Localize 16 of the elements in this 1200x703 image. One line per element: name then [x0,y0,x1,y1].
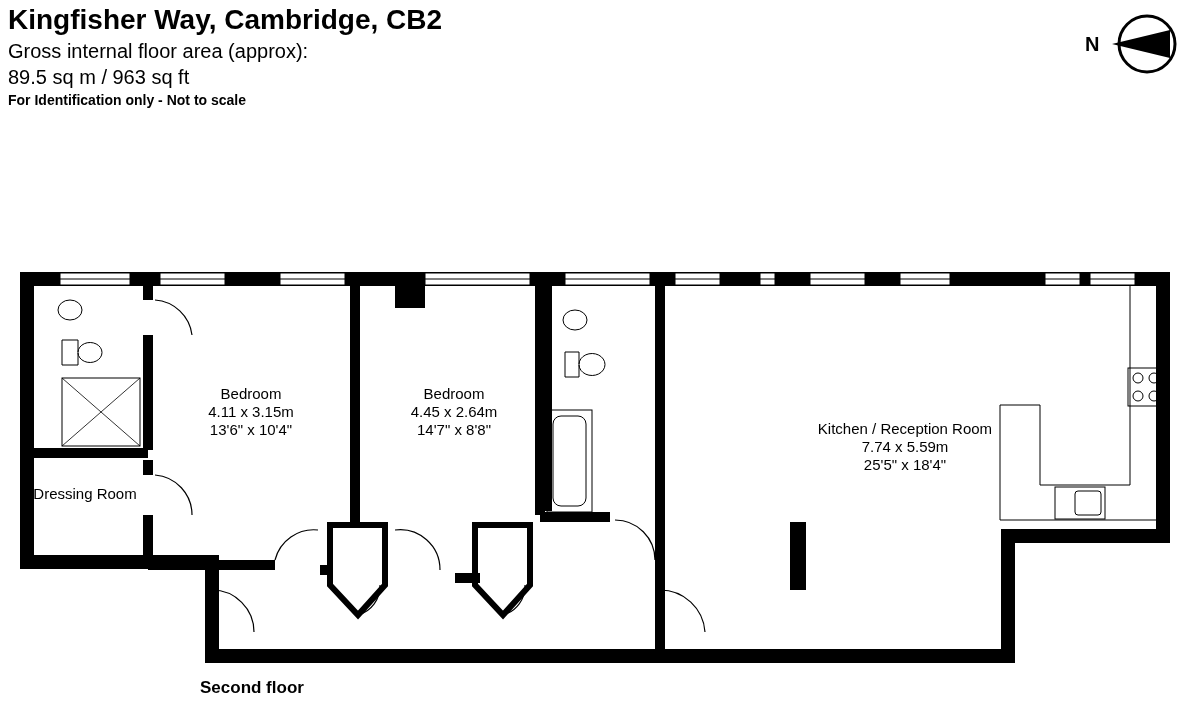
north-label: N [1085,33,1100,56]
plan-title: Kingfisher Way, Cambridge, CB2 [8,4,443,36]
room-dimensions-imperial: 14'7" x 8'8" [416,421,492,439]
floor-label: Second floor [200,678,304,698]
room-name: Dressing Room [32,485,138,503]
room-name: Kitchen / Reception Room [816,420,994,438]
room-dimensions: 4.11 x 3.15m [207,403,295,421]
scale-note: For Identification only - Not to scale [8,92,246,108]
room-dimensions: 4.45 x 2.64m [409,403,499,421]
floor-area: 89.5 sq m / 963 sq ft [8,66,190,89]
room-dimensions-imperial: 13'6" x 10'4" [208,421,294,439]
area-heading: Gross internal floor area (approx): [8,40,309,63]
room-name: Bedroom [422,385,486,403]
room-name: Bedroom [219,385,283,403]
room-dimensions-imperial: 25'5" x 18'4" [862,456,948,474]
room-dimensions: 7.74 x 5.59m [860,438,950,456]
